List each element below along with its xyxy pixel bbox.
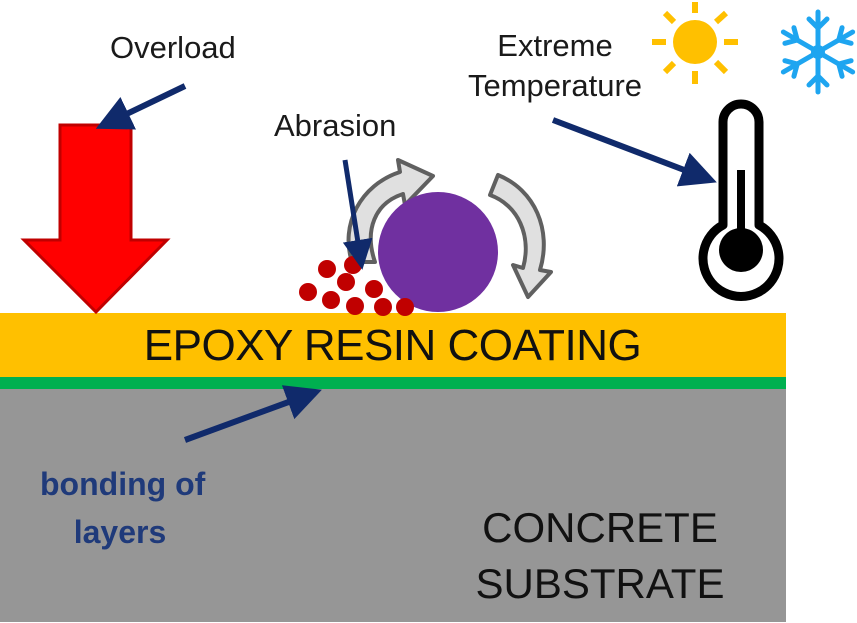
overload-label: Overload [110,30,236,65]
rotate-arrow-right-icon [488,173,553,299]
concrete-line2: SUBSTRATE [475,560,725,607]
rotate-arrow-left-icon [346,158,435,264]
temperature-pointer-arrow [551,117,717,187]
bonding-label: bonding of layers [40,460,206,556]
down-arrow-icon [20,123,171,315]
bonding-line2: layers [73,514,167,550]
concrete-substrate-layer [0,388,786,622]
bond-layer [0,376,786,389]
bonding-pointer-arrow [183,385,322,443]
overload-pointer-arrow [95,83,187,130]
concrete-label: CONCRETE SUBSTRATE [440,500,760,612]
extreme-temperature-label: Extreme Temperature [445,26,665,106]
extreme-temperature-line2: Temperature [467,68,643,103]
coating-label: EPOXY RESIN COATING [143,321,642,370]
abrasion-label: Abrasion [274,108,397,143]
abrasion-pointer-arrow [342,159,373,270]
bonding-line1: bonding of [40,466,206,502]
sun-icon [652,2,738,84]
thermometer-icon [698,99,784,301]
abrasive-ball-icon [378,192,498,312]
snowflake-icon [780,9,856,95]
epoxy-coating-layer [0,313,786,377]
extreme-temperature-line1: Extreme [497,28,613,63]
concrete-line1: CONCRETE [482,504,718,551]
